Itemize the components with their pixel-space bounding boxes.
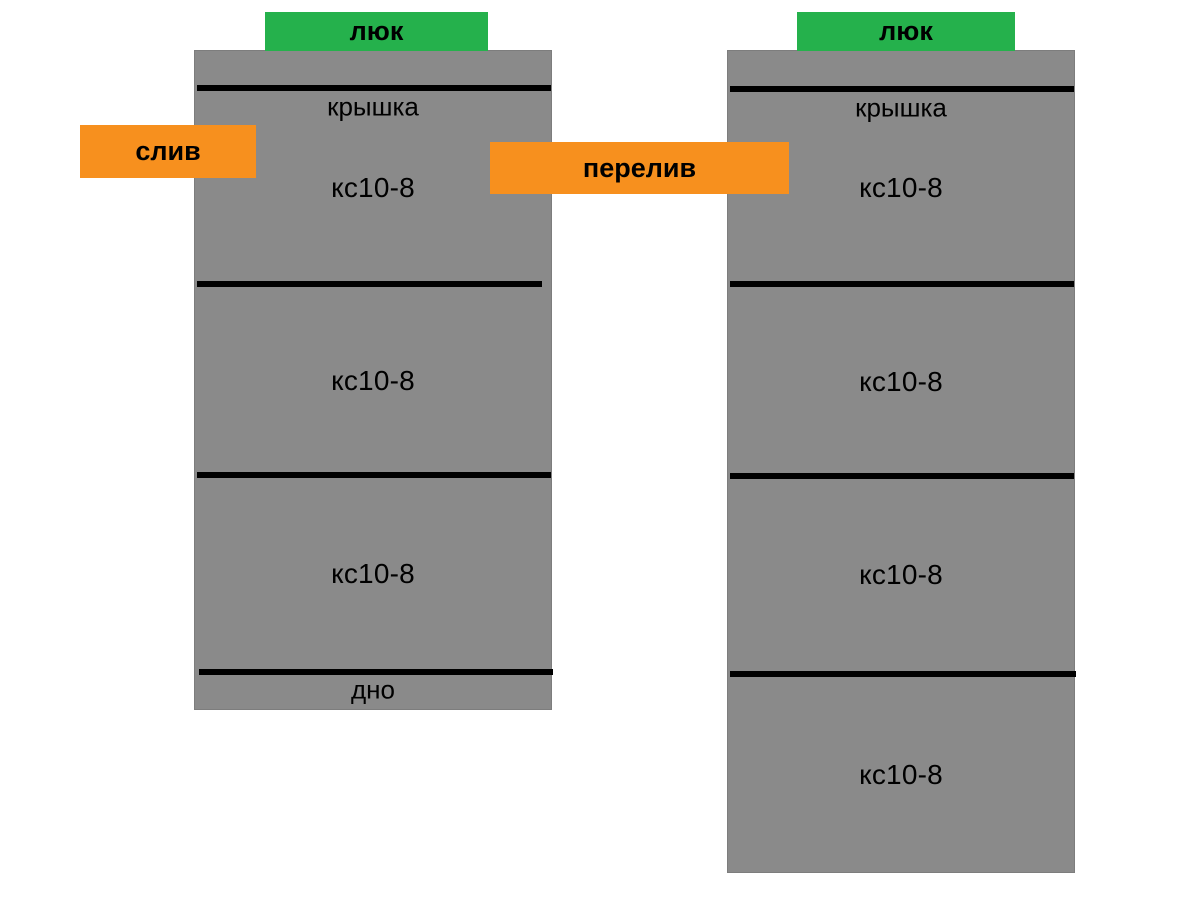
left-tank-ring-3: кс10-8 xyxy=(195,478,551,669)
left-tank-lid-label: крышка xyxy=(327,91,419,122)
left-tank-ring-3-label: кс10-8 xyxy=(331,557,415,589)
right-tank-ring-2: кс10-8 xyxy=(728,287,1074,476)
right-tank-ring-1: кс10-8 xyxy=(728,92,1074,284)
left-tank-ring-2: кс10-8 xyxy=(195,287,551,475)
left-tank-ring-1-label: кс10-8 xyxy=(331,171,415,203)
overflow-pipe-label: перелив xyxy=(582,152,697,183)
right-tank-ring-3: кс10-8 xyxy=(728,479,1074,671)
right-tank-ring-4: кс10-8 xyxy=(728,677,1074,872)
left-tank-bottom-label: дно xyxy=(351,674,395,705)
left-tank-ring-1: кс10-8 xyxy=(195,91,551,284)
right-tank-divider-2 xyxy=(730,473,1074,479)
left-tank-divider-1 xyxy=(197,281,542,287)
right-tank-divider-1 xyxy=(730,281,1074,287)
drain-pipe-label: слив xyxy=(135,136,201,166)
overflow-pipe: перелив xyxy=(490,142,789,194)
right-tank-ring-1-label: кс10-8 xyxy=(859,172,943,203)
right-tank-ring-4-label: кс10-8 xyxy=(859,758,943,790)
right-tank-ring-3-label: кс10-8 xyxy=(859,559,943,590)
drain-pipe: слив xyxy=(80,125,256,178)
left-tank-ring-2-label: кс10-8 xyxy=(331,365,415,396)
right-tank-lid-divider xyxy=(730,86,1074,92)
left-tank-hatch: люк xyxy=(265,12,488,51)
right-tank-lid-label: крышка xyxy=(855,92,947,123)
right-tank-divider-3 xyxy=(730,671,1076,677)
left-tank-hatch-label: люк xyxy=(349,16,404,46)
right-tank-hatch-label: люк xyxy=(879,16,933,46)
left-tank-divider-2 xyxy=(197,472,551,478)
left-tank-bottom-divider xyxy=(199,669,553,675)
right-tank-ring-2-label: кс10-8 xyxy=(859,365,943,397)
left-tank-lid-divider xyxy=(197,85,551,91)
right-tank-hatch: люк xyxy=(797,12,1015,51)
